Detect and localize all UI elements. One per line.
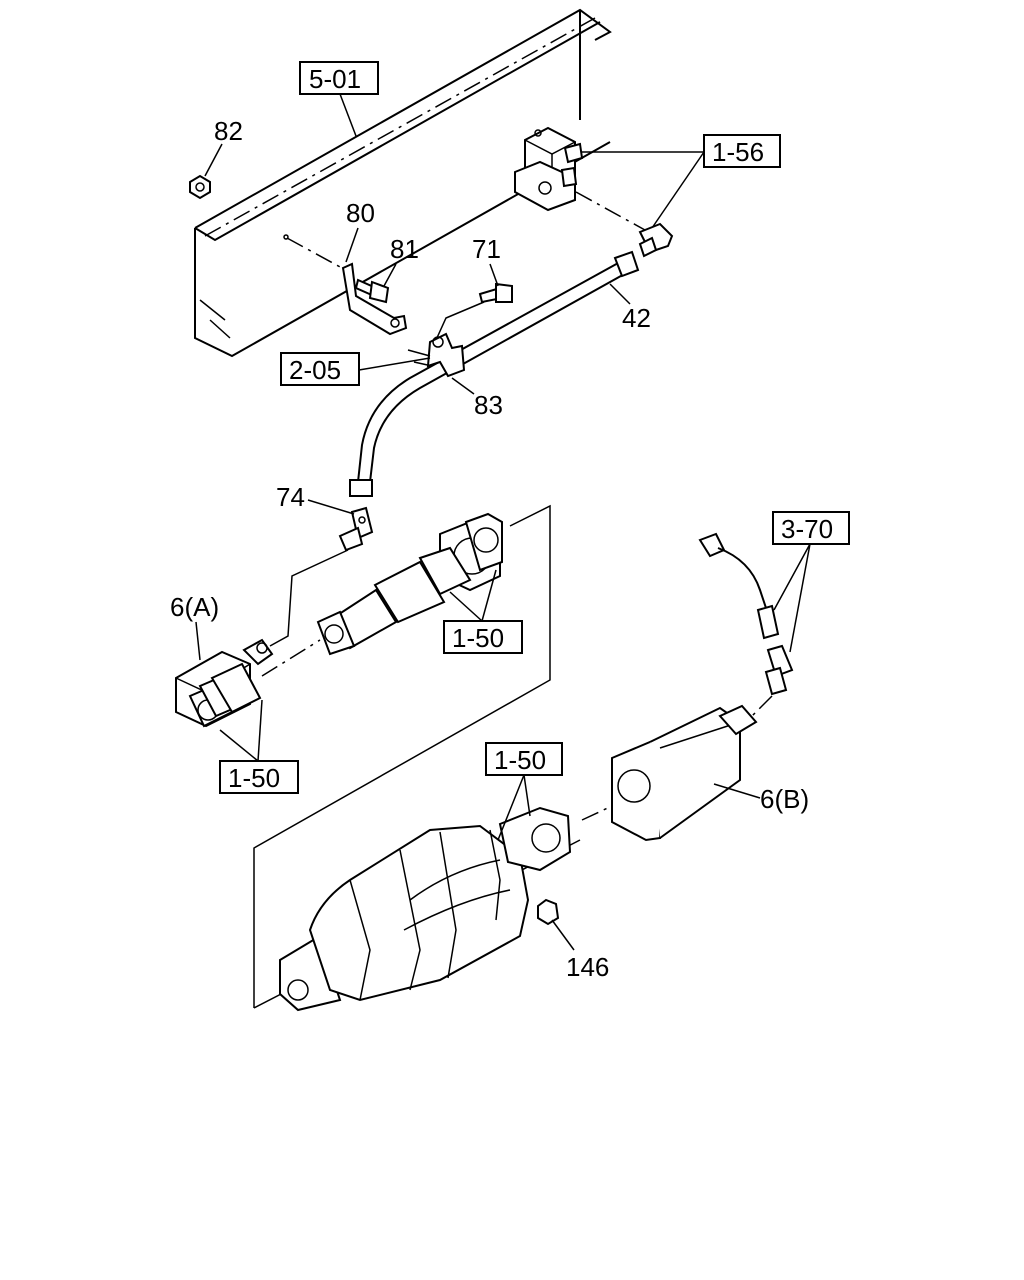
callout-1-50-c: 1-50 — [485, 742, 563, 841]
part-42-label: 42 — [622, 303, 651, 333]
nut-82: 82 — [189, 116, 243, 200]
callout-1-50-a: 1-50 — [443, 569, 523, 654]
callout-1-50-b-text: 1-50 — [228, 763, 280, 793]
part-71-label: 71 — [472, 234, 501, 264]
part-81-label: 81 — [390, 234, 419, 264]
part-80-label: 80 — [346, 198, 375, 228]
elbow-fitting — [638, 222, 674, 258]
part-82-label: 82 — [214, 116, 243, 146]
nut-146: 146 — [537, 898, 609, 982]
bolt-71: 71 — [435, 234, 513, 341]
part-6b: 6(B) — [581, 704, 809, 842]
part-6a-label: 6(A) — [170, 592, 219, 622]
bracket-80: 80 — [283, 198, 408, 336]
part-74-label: 74 — [276, 482, 305, 512]
callout-2-05: 2-05 — [280, 352, 431, 386]
part-83-label: 83 — [474, 390, 503, 420]
callout-1-50-a-text: 1-50 — [452, 623, 504, 653]
callout-3-70: 3-70 — [751, 511, 850, 717]
clamp-83: 83 — [407, 332, 503, 420]
frame-rail — [194, 8, 612, 358]
callout-1-56-text: 1-56 — [712, 137, 764, 167]
callout-1-50-c-text: 1-50 — [494, 745, 546, 775]
part-146-label: 146 — [566, 952, 609, 982]
part-6b-label: 6(B) — [760, 784, 809, 814]
mid-pipe-assembly — [261, 512, 503, 677]
pipe-42: 42 — [349, 250, 651, 497]
dpf-body — [279, 806, 572, 1012]
valve-block — [514, 126, 584, 212]
callout-5-01: 5-01 — [299, 61, 379, 137]
elbow-74: 74 — [269, 482, 374, 647]
part-6a: 6(A) — [170, 592, 274, 728]
callout-1-50-b: 1-50 — [219, 699, 299, 794]
callout-2-05-text: 2-05 — [289, 355, 341, 385]
sensor-3-70 — [698, 532, 794, 696]
callout-1-56: 1-56 — [575, 134, 781, 231]
callout-3-70-text: 3-70 — [781, 514, 833, 544]
callout-5-01-text: 5-01 — [309, 64, 361, 94]
bolt-81: 81 — [354, 234, 419, 304]
